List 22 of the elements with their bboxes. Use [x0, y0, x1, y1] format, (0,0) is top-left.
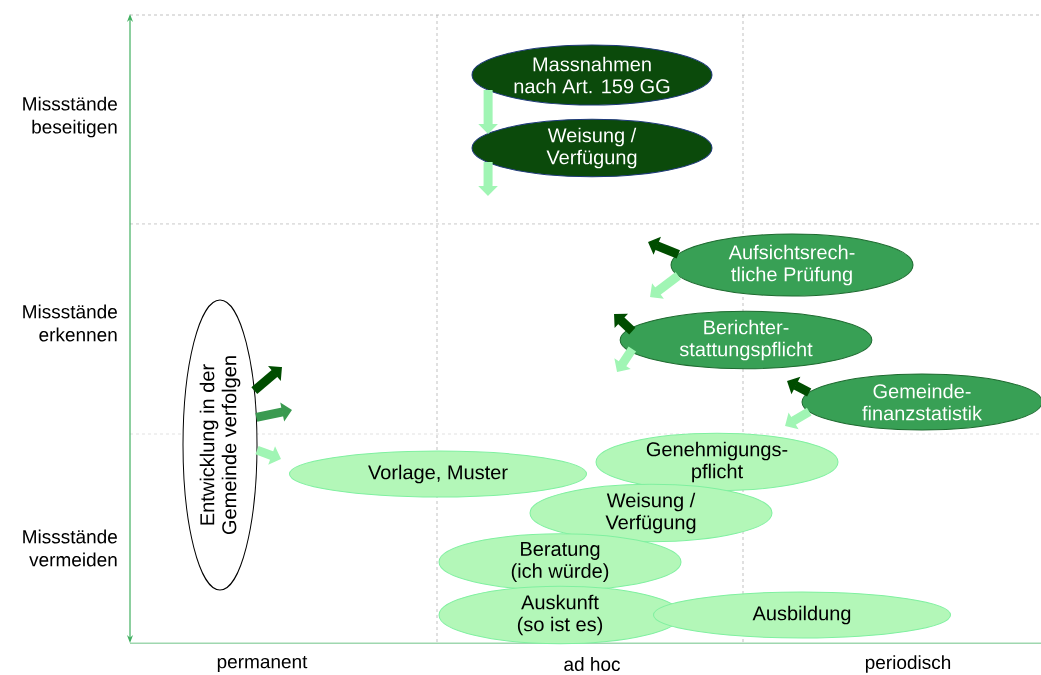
ellipse-node: Ausbildung [653, 591, 951, 639]
ellipse-node: Weisung / Verfügung [471, 118, 713, 178]
axis-label: permanent [217, 655, 308, 673]
ellipse-node: Aufsichtsrech- tliche Prüfung [670, 233, 914, 297]
block-arrow [614, 313, 636, 335]
axis-label: Missstände erkennen [23, 304, 117, 342]
block-arrow [614, 346, 637, 372]
ellipse-node: Berichter- stattungspflicht [619, 310, 873, 370]
ellipse-node: Massnahmen nach Art. 159 GG [471, 44, 713, 106]
axis-label: Missstände vermeiden [23, 529, 117, 567]
ellipse-node: Genehmigungs- pflicht [595, 432, 839, 492]
ellipse-node: Vorlage, Muster [289, 450, 587, 498]
ellipse-node: Entwicklung in der Gemeinde verfolgen [182, 299, 258, 591]
ellipse-node: Weisung / Verfügung [529, 483, 773, 543]
axis-label: ad hoc [564, 657, 620, 671]
axis-label: Missstände beseitigen [23, 96, 117, 138]
ellipse-node: Auskunft (so ist es) [438, 585, 682, 645]
block-arrow [650, 272, 681, 299]
ellipse-node: Gemeinde- finanzstatistik [801, 373, 1041, 431]
ellipse-node: Beratung (ich würde) [438, 533, 682, 591]
block-arrow [785, 407, 812, 430]
block-arrow [255, 402, 292, 422]
